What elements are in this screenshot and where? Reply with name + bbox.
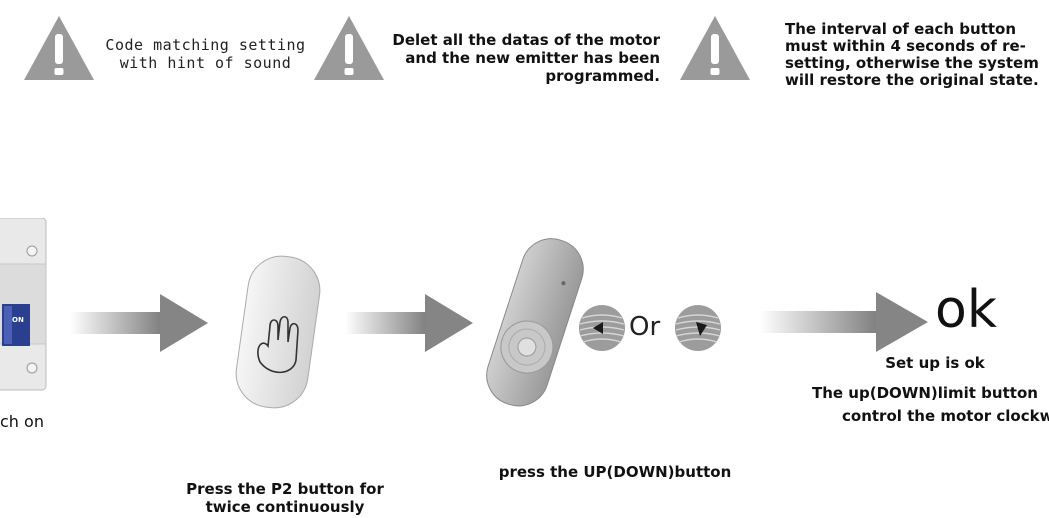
or-label: Or (629, 312, 661, 342)
remote-control-image (486, 238, 584, 407)
up-button-icon (579, 305, 625, 351)
warning-triangle-icon (24, 16, 94, 80)
switch-caption: ch on (0, 412, 44, 431)
setup-ok-caption: Set up is ok (885, 354, 985, 372)
p2-caption: Press the P2 button for twice continuous… (186, 480, 384, 516)
limit-button-caption: The up(DOWN)limit button (812, 384, 1038, 402)
warning-note-interval: The interval of each button must within … (785, 20, 1039, 89)
warning-note-sound: Code matching setting with hint of sound (105, 36, 306, 72)
clockwise-caption: control the motor clockwise (842, 407, 1049, 425)
down-button-icon (675, 305, 721, 351)
warning-triangle-icon (314, 16, 384, 80)
updown-caption: press the UP(DOWN)button (498, 463, 732, 481)
warning-note-delete: Delet all the datas of the motor and the… (392, 31, 660, 85)
switch-on-label: ON (12, 316, 24, 324)
ok-label: ok (935, 280, 997, 340)
circuit-breaker-image (0, 218, 47, 391)
arrow-right-icon (70, 294, 208, 352)
warning-triangle-icon (680, 16, 750, 80)
arrow-right-icon (760, 292, 928, 352)
remote-control-press-image (235, 255, 321, 409)
arrow-right-icon (345, 294, 473, 352)
